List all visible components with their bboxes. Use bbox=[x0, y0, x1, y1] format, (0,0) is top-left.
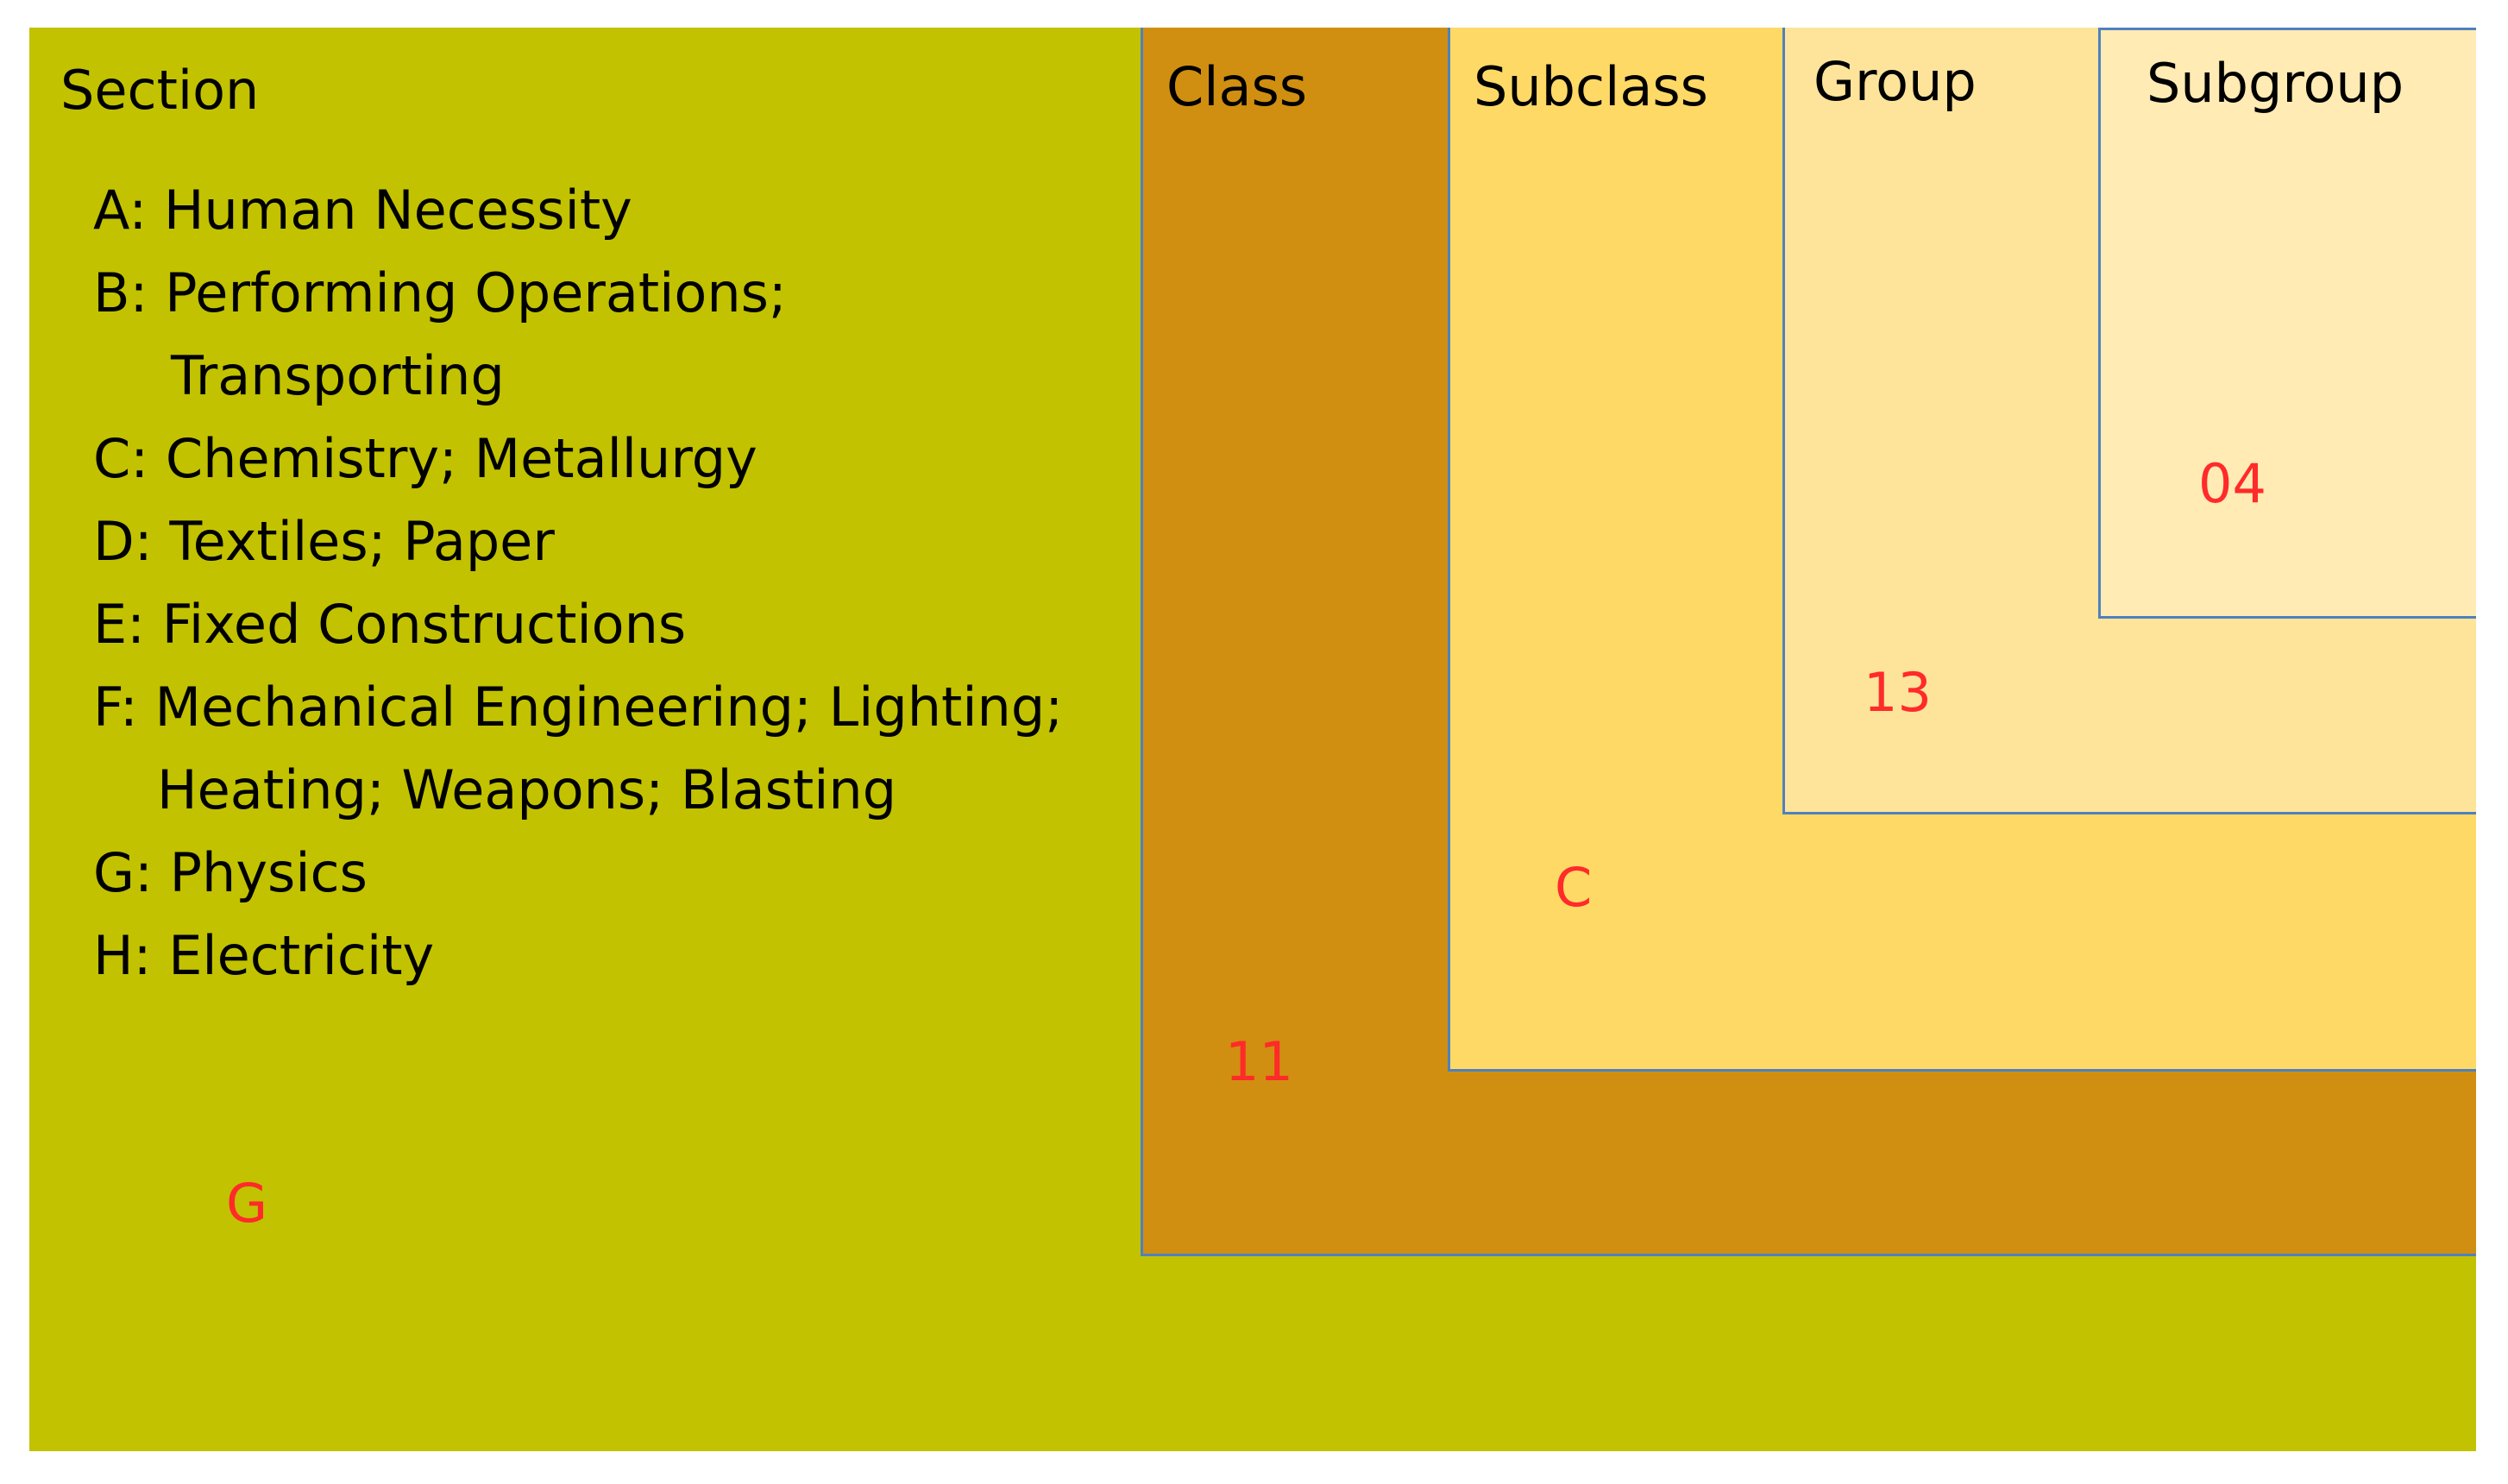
section-item-a: A: Human Necessity bbox=[93, 169, 1063, 252]
section-item-label: A: Human Necessity bbox=[93, 179, 632, 242]
section-item-label: H: Electricity bbox=[93, 924, 435, 987]
subgroup-heading: Subgroup bbox=[2147, 52, 2404, 115]
subgroup-level-box bbox=[2098, 28, 2476, 619]
section-item-label: F: Mechanical Engineering; Lighting; bbox=[93, 676, 1064, 739]
section-item-label: C: Chemistry; Metallurgy bbox=[93, 427, 757, 490]
section-item-b: B: Performing Operations; Transporting bbox=[93, 252, 1063, 418]
section-item-label: B: Performing Operations; bbox=[93, 261, 787, 324]
section-item-label: D: Textiles; Paper bbox=[93, 510, 555, 573]
section-item-f: F: Mechanical Engineering; Lighting; Heat… bbox=[93, 666, 1063, 832]
section-item-label: E: Fixed Constructions bbox=[93, 593, 687, 656]
section-item-h: H: Electricity bbox=[93, 915, 1063, 997]
section-code: G bbox=[226, 1172, 268, 1235]
group-heading: Group bbox=[1813, 50, 1977, 113]
section-item-label-continued: Transporting bbox=[171, 344, 505, 407]
class-code: 11 bbox=[1225, 1030, 1293, 1093]
section-item-g: G: Physics bbox=[93, 832, 1063, 915]
subgroup-code: 04 bbox=[2198, 452, 2266, 515]
section-item-d: D: Textiles; Paper bbox=[93, 500, 1063, 583]
subclass-code: C bbox=[1555, 856, 1593, 919]
section-item-label-continued: Heating; Weapons; Blasting bbox=[157, 758, 897, 821]
group-code: 13 bbox=[1864, 661, 1932, 724]
section-list: A: Human Necessity B: Performing Operati… bbox=[93, 169, 1063, 997]
section-item-e: E: Fixed Constructions bbox=[93, 583, 1063, 666]
section-item-label: G: Physics bbox=[93, 841, 368, 904]
class-heading: Class bbox=[1166, 55, 1308, 118]
section-heading: Section bbox=[60, 59, 260, 122]
subclass-heading: Subclass bbox=[1474, 55, 1708, 118]
section-item-c: C: Chemistry; Metallurgy bbox=[93, 418, 1063, 500]
